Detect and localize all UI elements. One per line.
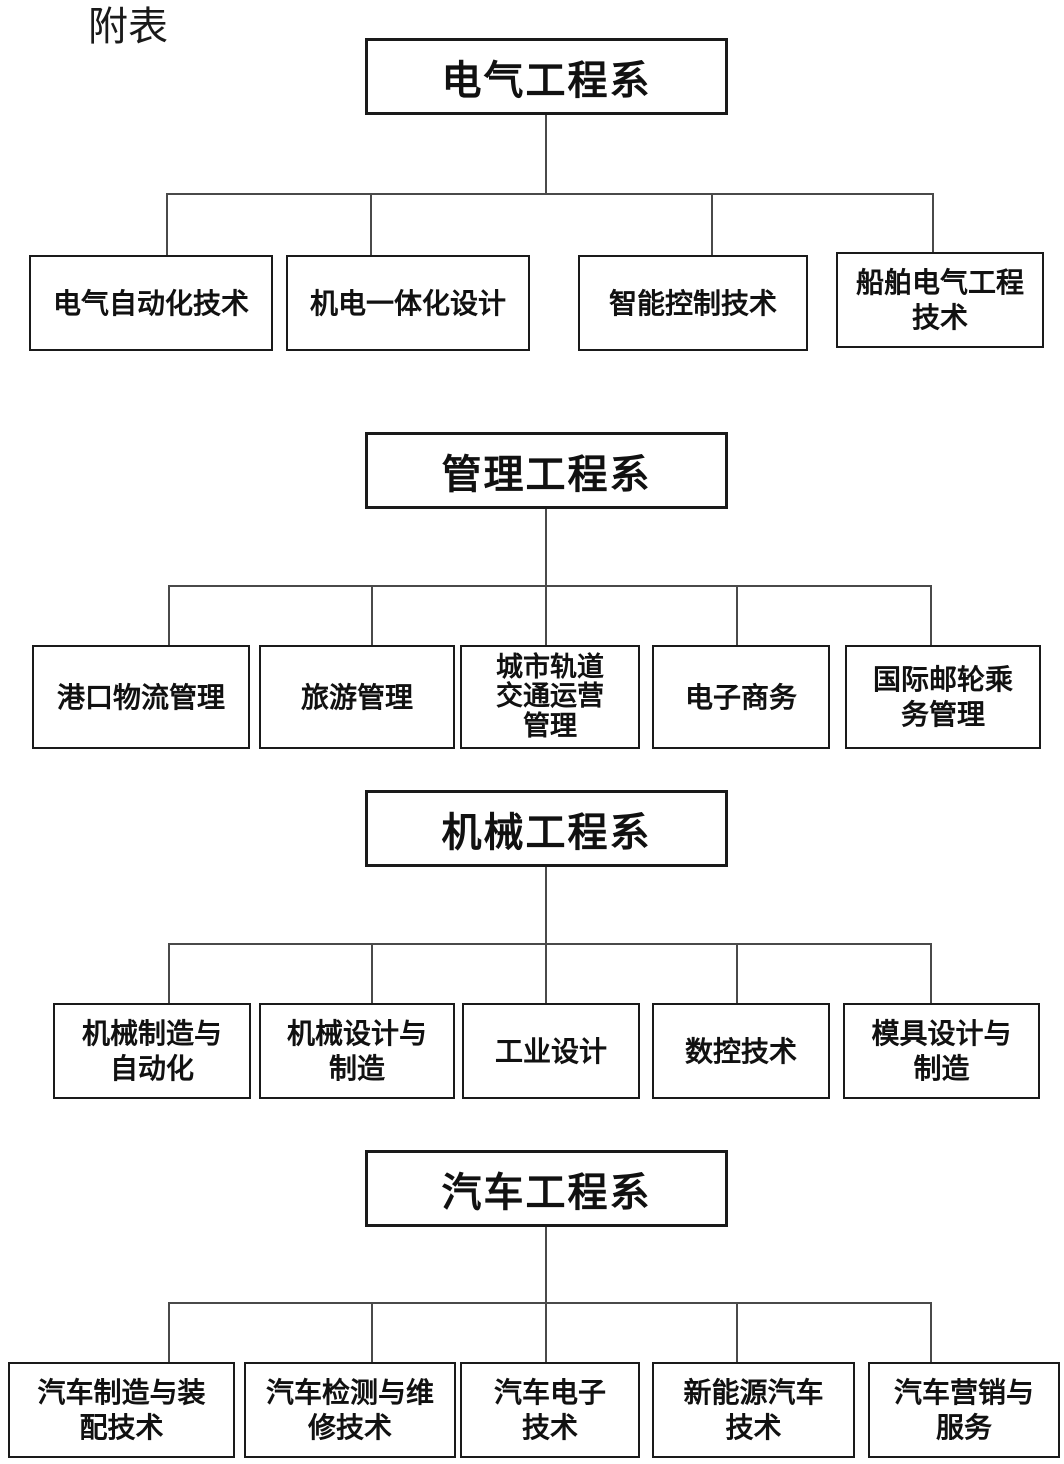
major-label: 国际邮轮乘 务管理	[872, 664, 1013, 730]
major-box: 旅游管理	[259, 645, 455, 749]
page-label: 附表	[88, 5, 168, 49]
major-label: 模具设计与 制造	[871, 1018, 1012, 1084]
major-box: 电气自动化技术	[29, 255, 273, 351]
dept-title-electrical: 电气工程系	[441, 58, 652, 103]
major-box: 模具设计与 制造	[843, 1003, 1040, 1099]
connector-hbar	[168, 1302, 932, 1304]
connector-stub	[168, 1302, 170, 1363]
major-box: 港口物流管理	[32, 645, 250, 749]
major-box: 数控技术	[652, 1003, 830, 1099]
connector-root-drop	[545, 1227, 547, 1304]
major-box: 机械制造与 自动化	[53, 1003, 251, 1099]
connector-hbar	[166, 193, 934, 195]
major-label: 机电一体化设计	[309, 287, 506, 319]
major-label: 机械制造与 自动化	[81, 1018, 222, 1084]
major-label: 汽车检测与维 修技术	[265, 1377, 434, 1443]
major-label: 电子商务	[684, 681, 797, 713]
major-label: 汽车电子 技术	[493, 1377, 606, 1443]
connector-root-drop	[545, 509, 547, 586]
dept-title-automotive: 汽车工程系	[441, 1170, 652, 1215]
major-box: 国际邮轮乘 务管理	[845, 645, 1041, 749]
major-label: 旅游管理	[300, 681, 413, 713]
dept-box-management: 管理工程系	[365, 432, 728, 509]
major-box: 智能控制技术	[578, 255, 808, 351]
dept-box-automotive: 汽车工程系	[365, 1150, 728, 1227]
major-box: 汽车电子 技术	[460, 1362, 640, 1458]
major-label: 新能源汽车 技术	[683, 1377, 824, 1443]
major-box: 机电一体化设计	[286, 255, 530, 351]
major-label: 数控技术	[684, 1035, 797, 1067]
major-label: 电气自动化技术	[52, 287, 249, 319]
connector-stub	[736, 585, 738, 646]
connector-stub	[930, 1302, 932, 1363]
connector-root-drop	[545, 867, 547, 944]
major-label: 汽车制造与装 配技术	[37, 1377, 206, 1443]
connector-stub	[168, 943, 170, 1004]
connector-root-drop	[545, 115, 547, 194]
connector-stub	[371, 1302, 373, 1363]
major-label: 智能控制技术	[608, 287, 777, 319]
connector-stub	[166, 193, 168, 256]
dept-box-mechanical: 机械工程系	[365, 790, 728, 867]
major-label: 城市轨道 交通运营 管理	[496, 652, 604, 741]
connector-hbar	[168, 585, 932, 587]
major-label: 工业设计	[494, 1035, 607, 1067]
major-label: 汽车营销与 服务	[893, 1377, 1034, 1443]
connector-stub	[736, 943, 738, 1004]
major-box: 汽车检测与维 修技术	[244, 1362, 456, 1458]
major-label: 机械设计与 制造	[286, 1018, 427, 1084]
major-box: 新能源汽车 技术	[652, 1362, 855, 1458]
major-box: 电子商务	[652, 645, 830, 749]
connector-stub	[711, 193, 713, 256]
major-box: 工业设计	[462, 1003, 640, 1099]
major-box: 城市轨道 交通运营 管理	[460, 645, 640, 749]
major-label: 船舶电气工程 技术	[855, 267, 1024, 333]
connector-hbar	[168, 943, 932, 945]
connector-stub	[930, 943, 932, 1004]
connector-stub	[371, 943, 373, 1004]
connector-stub	[168, 585, 170, 646]
connector-stub	[736, 1302, 738, 1363]
connector-stub	[545, 585, 547, 646]
connector-stub	[370, 193, 372, 256]
connector-stub	[545, 1302, 547, 1363]
dept-title-mechanical: 机械工程系	[441, 810, 652, 855]
major-box: 汽车制造与装 配技术	[8, 1362, 235, 1458]
dept-title-management: 管理工程系	[441, 452, 652, 497]
major-label: 港口物流管理	[56, 681, 225, 713]
connector-stub	[932, 193, 934, 256]
dept-box-electrical: 电气工程系	[365, 38, 728, 115]
connector-stub	[371, 585, 373, 646]
major-box: 船舶电气工程 技术	[836, 252, 1044, 348]
major-box: 汽车营销与 服务	[868, 1362, 1060, 1458]
connector-stub	[930, 585, 932, 646]
connector-stub	[545, 943, 547, 1004]
major-box: 机械设计与 制造	[259, 1003, 455, 1099]
